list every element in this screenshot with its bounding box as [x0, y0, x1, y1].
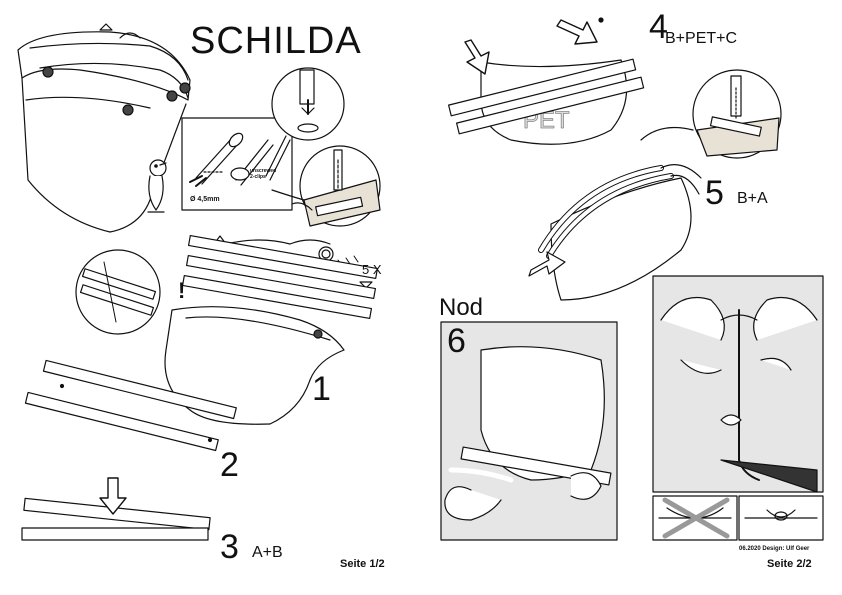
page-number-left: Seite 1/2: [340, 558, 385, 570]
tools-detail-box: [181, 117, 293, 211]
right-illustrations: PET: [440, 17, 824, 541]
strap-magnifier-callout: [75, 249, 161, 335]
left-illustrations: [17, 23, 381, 541]
screw-detail-callout: [271, 67, 345, 141]
parts-count-label: 5 X: [362, 262, 382, 277]
assembled-shield-illustration: [17, 23, 191, 233]
step-6-illustration: [444, 346, 612, 521]
warning-mark: !: [178, 278, 186, 303]
page-number-right: Seite 2/2: [767, 558, 812, 570]
knot-comparison: [652, 495, 824, 541]
step-4-number: 4: [649, 8, 668, 46]
step-1-number: 1: [312, 370, 331, 408]
step-5-illustration: [528, 164, 702, 301]
step-5-code: B+A: [737, 190, 768, 207]
step-4-code: B+PET+C: [665, 30, 738, 47]
screwdriver-callout: [692, 69, 782, 159]
assembly-detail-callout: [291, 145, 381, 227]
clip-note-label: unscrewed 2-clips: [250, 168, 277, 180]
knot-detail-illustration: [660, 296, 818, 493]
step-3-number: 3: [220, 528, 239, 566]
step-2-straps: [24, 359, 237, 452]
parts-kit-illustration: [164, 234, 379, 425]
step-4-illustration: PET: [448, 17, 645, 145]
step-3-code: A+B: [252, 544, 283, 561]
step-5-number: 5: [705, 174, 724, 212]
diameter-label: Ø 4,5mm: [190, 196, 220, 203]
step-6-number: 6: [447, 322, 466, 360]
document-title: SCHILDA: [190, 20, 362, 62]
step-2-number: 2: [220, 446, 239, 484]
design-credit: 06.2020 Design: Ulf Geer: [739, 546, 810, 552]
penguin-figure: [147, 159, 167, 213]
nod-heading: Nod: [439, 294, 484, 321]
instruction-page-right: PET: [421, 0, 842, 595]
step-3-straps: [21, 477, 211, 541]
callout-leader: [271, 189, 305, 201]
callout-arrow: [640, 127, 694, 141]
instruction-page-left: SCHILDA 5 X ! Ø 4,5mm unscrewed 2-clips …: [17, 20, 385, 570]
